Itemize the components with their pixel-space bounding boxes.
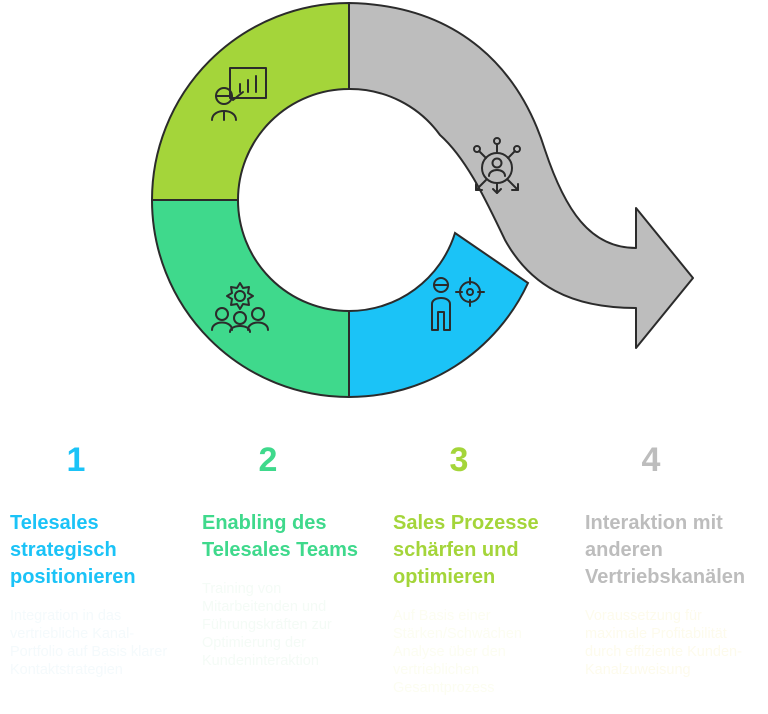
step-number: 3 — [449, 441, 469, 479]
step-4: 4 Interaktion mit anderen Vertriebskanäl… — [585, 440, 765, 679]
team-gear-icon — [211, 282, 269, 333]
segment-top-left — [150, 1, 350, 201]
step-description: Training von Mitarbeitenden und Führungs… — [202, 581, 332, 669]
step-title: Interaktion mit anderen Vertriebskanälen — [585, 512, 746, 588]
step-number: 4 — [641, 441, 661, 479]
step-title: Enabling des Telesales Teams — [202, 512, 359, 561]
segment-arrow — [348, 2, 694, 349]
step-1: 1 Telesales strategisch positionieren In… — [10, 440, 190, 679]
step-description: Voraussetzung für maximale Profitabilitä… — [585, 608, 742, 678]
person-target-icon — [431, 277, 485, 331]
step-description: Auf Basis einer Stärken/Schwächen Analys… — [393, 608, 522, 696]
step-number: 1 — [66, 441, 86, 479]
step-number: 2 — [258, 441, 278, 479]
step-title: Sales Prozesse schärfen und optimieren — [393, 512, 539, 588]
step-3: 3 Sales Prozesse schärfen und optimieren… — [393, 440, 573, 697]
presenter-chart-icon — [211, 67, 267, 121]
step-title: Telesales strategisch positionieren — [10, 512, 136, 588]
network-person-icon — [473, 137, 521, 194]
circular-process-diagram — [150, 1, 694, 399]
step-description: Integration in das vertriebliche Kanal-P… — [10, 608, 168, 678]
step-2: 2 Enabling des Telesales Teams Training … — [202, 440, 382, 670]
